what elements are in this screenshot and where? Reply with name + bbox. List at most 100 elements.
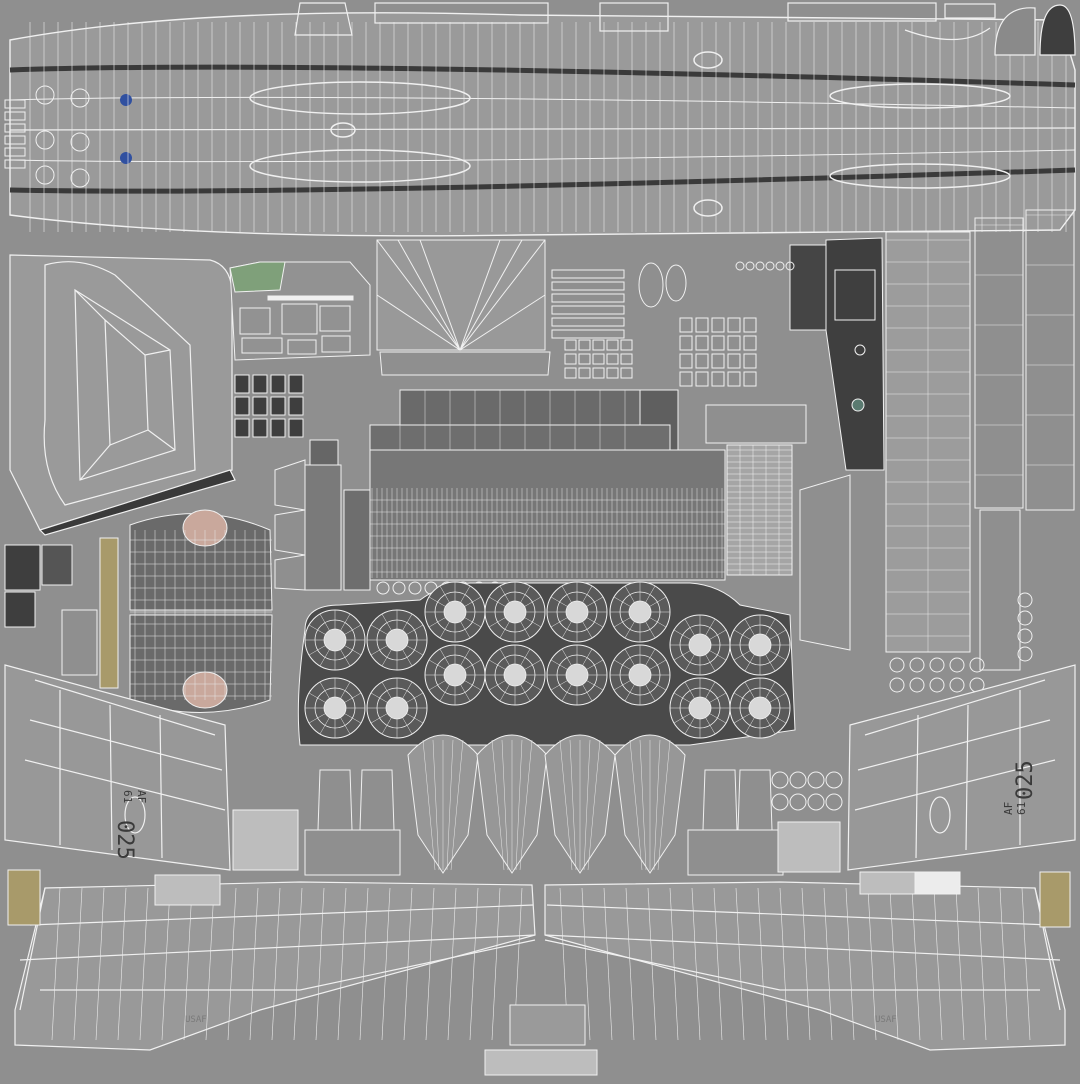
- gear-part-tab: [4, 123, 26, 133]
- wheel-spoke: [319, 681, 330, 699]
- small-strip: [551, 293, 625, 303]
- wheel-spoke: [308, 692, 326, 703]
- small-dark-panel: [234, 374, 250, 394]
- wheel-spoke: [733, 692, 751, 703]
- cone-gore-line: [450, 739, 464, 871]
- gear-part-tab: [4, 147, 26, 157]
- small-dark-panel: [234, 418, 250, 438]
- wing-rib: [491, 887, 501, 1041]
- wheel-spoke: [624, 684, 635, 702]
- wheel-spoke: [744, 654, 755, 672]
- wing-rib: [161, 887, 171, 1041]
- wheel-spoke: [673, 713, 691, 724]
- fuselage-shell: [9, 12, 1076, 237]
- small-panel: [695, 317, 709, 333]
- small-washer: [771, 793, 789, 811]
- wheel-hub: [748, 696, 772, 720]
- wheel-spoke: [319, 613, 330, 631]
- small-washer: [1017, 592, 1033, 608]
- wheel-spoke: [370, 624, 388, 635]
- wing-rib: [647, 887, 657, 1041]
- wheel-spoke: [709, 713, 727, 724]
- wing-rib: [1021, 887, 1031, 1041]
- cone-gore-line: [639, 739, 647, 871]
- wheel-spoke: [344, 692, 362, 703]
- wheel-spoke: [344, 645, 362, 656]
- small-washer: [785, 261, 795, 271]
- wheel-spoke: [520, 585, 531, 603]
- wheel-spoke: [684, 681, 695, 699]
- wheel-spoke: [586, 659, 604, 670]
- wheel-spoke: [744, 618, 755, 636]
- small-panel: [727, 371, 741, 387]
- cone-gore-line: [501, 739, 509, 871]
- tail-left-code-line2: 61: [121, 790, 134, 803]
- small-dark-panel: [288, 418, 304, 438]
- door-strip-set: [274, 439, 371, 591]
- small-washer: [889, 677, 905, 693]
- small-panel: [711, 335, 725, 351]
- wing-rib: [249, 887, 259, 1041]
- wheel-spoke: [645, 684, 656, 702]
- small-panel: [727, 335, 741, 351]
- wing-rib: [139, 887, 149, 1041]
- wheel-spoke: [381, 613, 392, 631]
- small-washer: [408, 581, 422, 595]
- small-panel: [606, 339, 619, 351]
- small-strip: [551, 269, 625, 279]
- tail-fin-left: [4, 664, 231, 871]
- top-edge-tabs: [294, 2, 996, 36]
- small-washer: [929, 677, 945, 693]
- small-dark-panel: [270, 418, 286, 438]
- wheel-spoke: [649, 617, 667, 628]
- wing-rib: [183, 887, 193, 1041]
- small-dark-panel: [270, 396, 286, 416]
- gear-part-tab: [4, 135, 26, 145]
- wheel-spoke: [765, 654, 776, 672]
- small-dark-panel: [252, 418, 268, 438]
- wheel-spoke: [613, 617, 631, 628]
- small-washer: [807, 771, 825, 789]
- wing-rib: [425, 887, 435, 1041]
- small-washer: [789, 771, 807, 789]
- wheel-spoke: [464, 617, 482, 628]
- wheel-spoke: [733, 629, 751, 640]
- small-washer: [771, 771, 789, 789]
- small-blister: [665, 264, 687, 302]
- instrument-panel-strip: [789, 237, 885, 471]
- small-washer: [969, 657, 985, 673]
- gear-part-ring: [70, 168, 90, 188]
- small-washer: [745, 261, 755, 271]
- small-panel: [620, 339, 633, 351]
- wheel-hub: [688, 696, 712, 720]
- wheel-spoke: [582, 621, 593, 639]
- wheel-spoke: [406, 624, 424, 635]
- wing-left: [14, 881, 536, 1051]
- wheel-spoke: [439, 621, 450, 639]
- small-washer: [1017, 610, 1033, 626]
- flap-track-strips: [7, 869, 1071, 928]
- wing-right-marking: USAF: [875, 1015, 897, 1025]
- wheel-hub: [503, 600, 527, 624]
- wheel-hub: [385, 628, 409, 652]
- small-washer: [949, 677, 965, 693]
- wheel-spoke: [340, 613, 351, 631]
- wing-access-grid: [726, 445, 792, 575]
- wheel-spoke: [733, 713, 751, 724]
- wheel-spoke: [744, 681, 755, 699]
- wheel-spoke: [439, 585, 450, 603]
- wheel-spoke: [684, 717, 695, 735]
- small-panel: [578, 353, 591, 365]
- tail-fin-right: [847, 664, 1076, 871]
- wheel-spoke: [769, 713, 787, 724]
- wing-rib: [447, 887, 457, 1041]
- wheel-spoke: [624, 585, 635, 603]
- small-panel: [743, 317, 757, 333]
- cone-gore-line: [629, 739, 643, 871]
- wing-rib: [205, 887, 215, 1041]
- small-panel: [620, 353, 633, 365]
- wheel-spoke: [705, 681, 716, 699]
- wheel-spoke: [765, 618, 776, 636]
- wheel-spoke: [460, 621, 471, 639]
- wheel-spoke: [582, 585, 593, 603]
